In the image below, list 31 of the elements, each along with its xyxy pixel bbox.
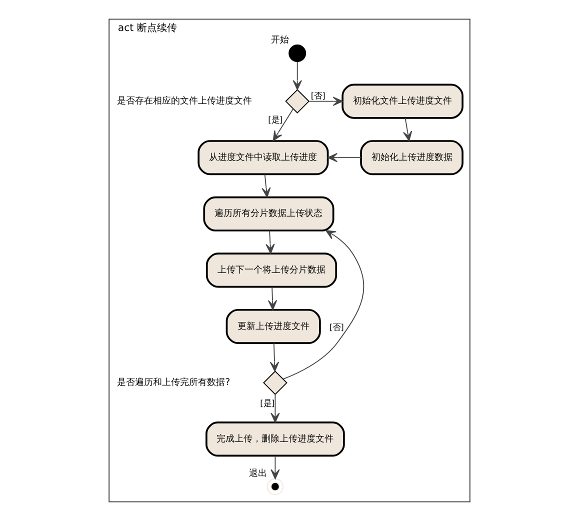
arrow <box>308 96 342 106</box>
arrow <box>265 230 274 254</box>
edge-label: [否] <box>310 90 325 101</box>
node-box: 遍历所有分片数据上传状态 <box>202 196 334 232</box>
edge-label: [是] <box>260 398 274 408</box>
node-label: 是否遍历和上传完所有数据? <box>116 377 230 388</box>
arrow <box>269 342 279 372</box>
node-diamond <box>262 370 287 395</box>
node-box: 从进度文件中读取上传进度 <box>197 140 328 176</box>
node-label: 开始 <box>270 34 288 46</box>
arrow <box>270 455 280 480</box>
arrow <box>272 108 294 142</box>
arrow <box>267 286 277 310</box>
node-box: 更新上传进度文件 <box>225 308 320 344</box>
edge-label: [是] <box>268 114 282 124</box>
node-box: 初始化上传进度数据 <box>360 140 463 176</box>
arrow <box>282 230 364 380</box>
arrow <box>402 118 412 142</box>
node-circle <box>288 44 306 62</box>
arrow <box>292 61 302 90</box>
node-circle <box>266 478 283 495</box>
arrow <box>326 152 361 162</box>
node-label: 是否存在相应的文件上传进度文件 <box>116 96 252 107</box>
node-box: 初始化文件上传进度文件 <box>341 84 463 119</box>
node-box: 完成上传，删除上传进度文件 <box>205 422 344 457</box>
node-diamond <box>284 89 310 114</box>
node-box: 上传下一个将上传分片数据 <box>205 252 337 288</box>
arrow <box>270 394 280 423</box>
edge-label: [否] <box>328 322 344 332</box>
arrow <box>261 174 270 198</box>
node-label: 退出 <box>248 468 267 479</box>
